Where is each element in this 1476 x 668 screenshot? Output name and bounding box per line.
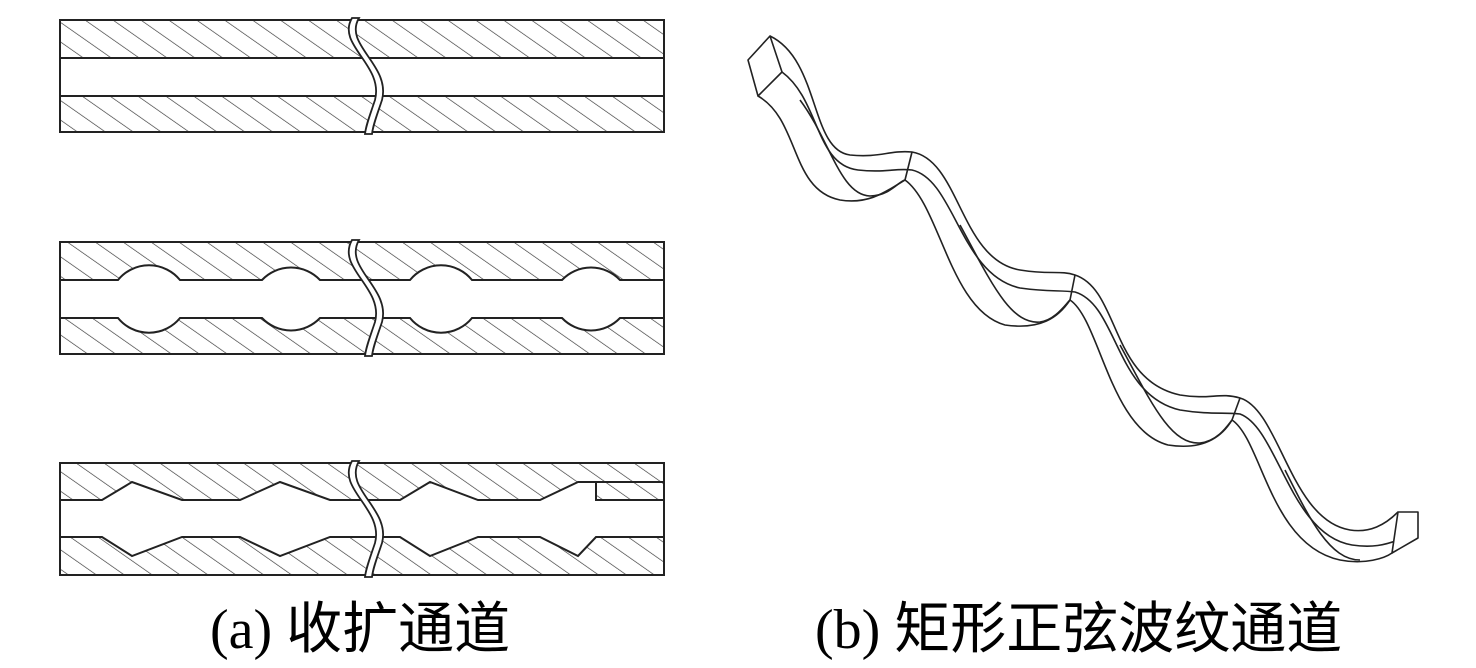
caption-panel-a: (a) 收扩通道 [210,599,511,661]
sinusoidal-channel-3d [747,35,1419,563]
straight-channel [59,17,665,135]
panel-a [59,17,665,578]
circular-cavity-channel [59,239,665,357]
caption-panel-b: (b) 矩形正弦波纹通道 [815,599,1343,661]
diamond-cavity-channel [59,460,665,578]
panel-b [747,35,1419,563]
